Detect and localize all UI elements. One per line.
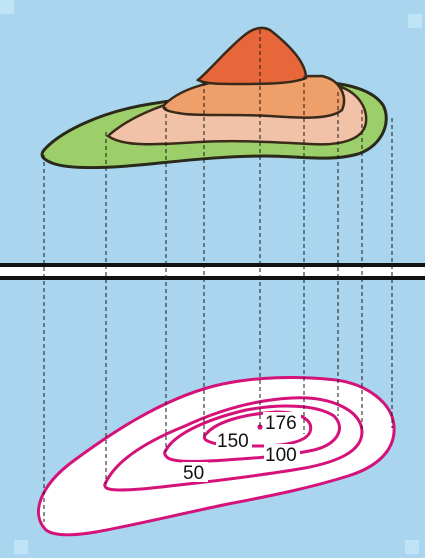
relief-layer-summit [195, 26, 308, 86]
section-separator [0, 263, 425, 280]
relief-profile [40, 26, 388, 170]
contour-map: 50 100 150 176 [37, 376, 396, 537]
separator-line-top [0, 263, 425, 267]
corner-mark-bottom-right [405, 540, 419, 554]
corner-mark-top-left [0, 0, 14, 14]
contour-label-100: 100 [265, 445, 297, 466]
contour-label-150: 150 [217, 431, 249, 452]
corner-mark-bottom-left [14, 540, 28, 554]
contour-label-176: 176 [265, 413, 297, 434]
label-backing-100 [264, 444, 300, 464]
separator-line-bottom [0, 276, 425, 280]
contour-label-50: 50 [183, 463, 204, 484]
corner-mark-top-right [408, 14, 422, 28]
label-backing-176 [263, 412, 301, 432]
projection-guide-lines [43, 30, 393, 522]
contour-line-intermediate [163, 404, 341, 463]
label-backing-50 [182, 462, 208, 482]
separator-gap [0, 267, 425, 276]
contour-line-100 [103, 396, 364, 492]
contour-line-150 [202, 410, 313, 448]
summit-point-marker [257, 424, 263, 430]
label-backing-150 [216, 430, 252, 450]
